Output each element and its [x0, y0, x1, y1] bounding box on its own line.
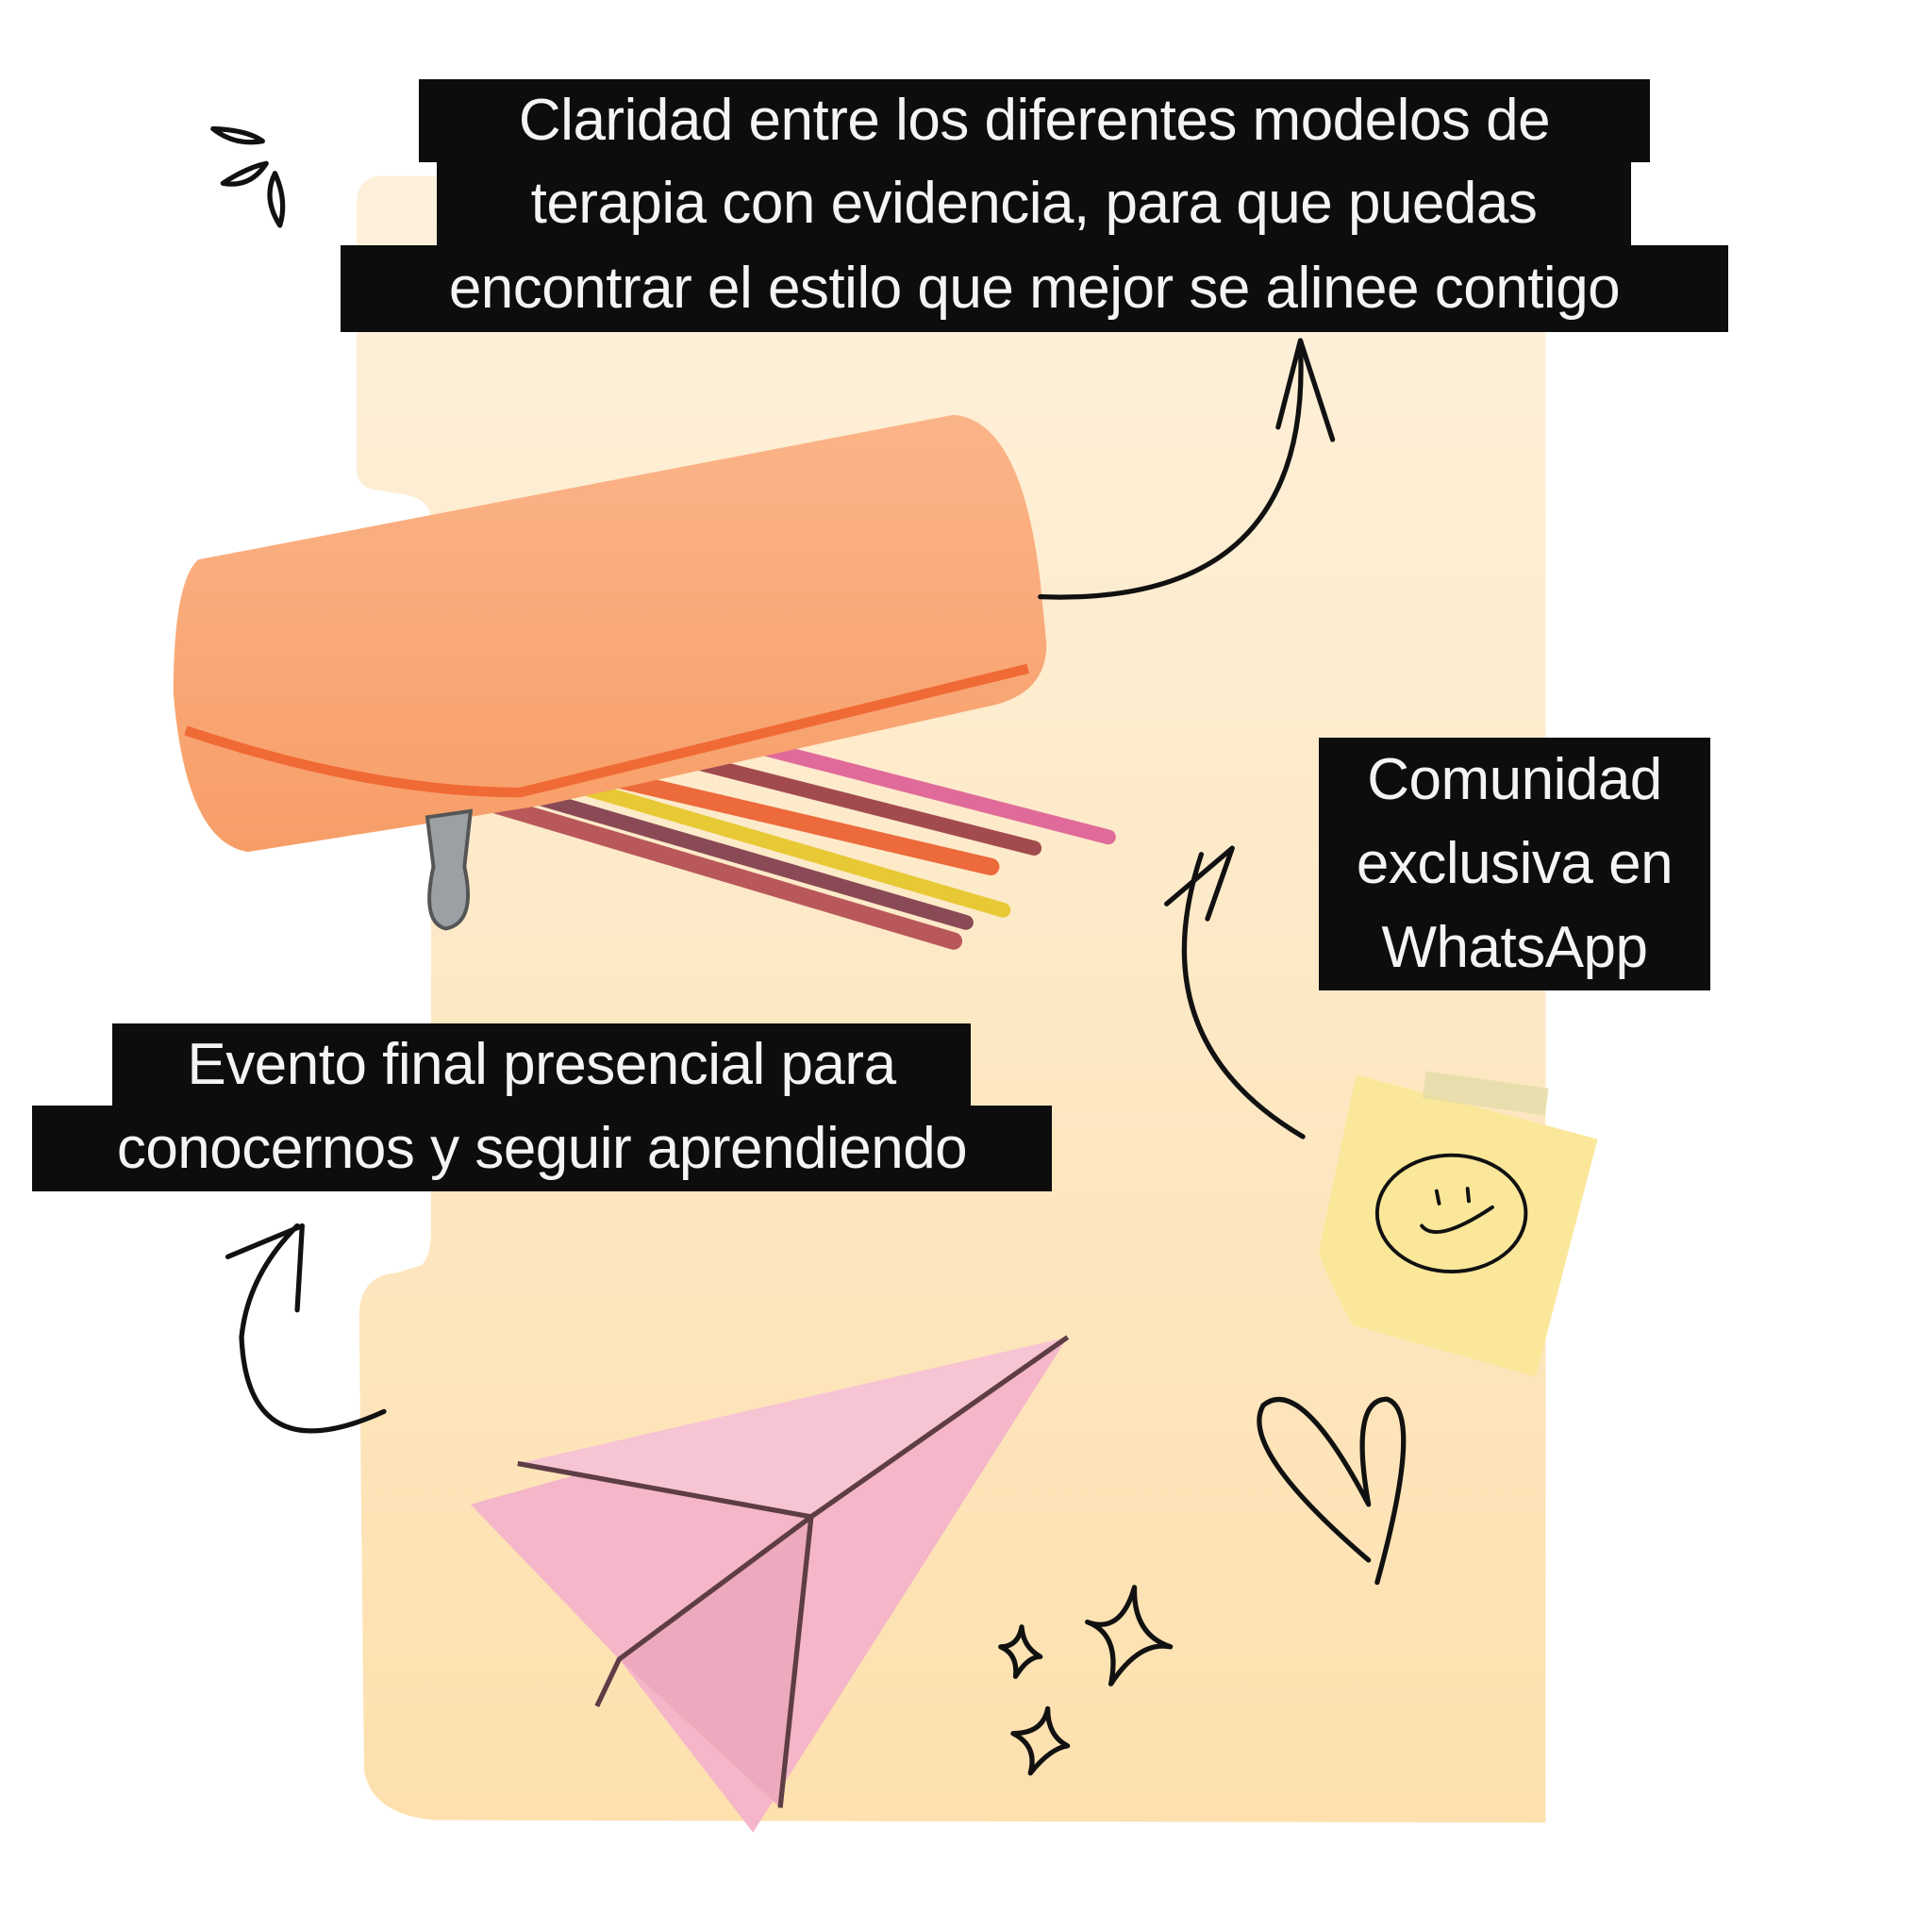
sticky-note-smiley-icon — [1319, 1071, 1598, 1377]
therapy-models-line-2: terapia con evidencia, para que puedas — [437, 161, 1631, 246]
sparkle-small-icon — [998, 1624, 1043, 1679]
whatsapp-community-label: Comunidad exclusiva en WhatsApp — [1319, 738, 1710, 990]
whatsapp-line-2: exclusiva en — [1319, 822, 1710, 907]
final-event-line-2: conocernos y seguir aprendiendo — [32, 1106, 1052, 1191]
sparkle-large-icon — [1085, 1585, 1174, 1687]
heart-doodle-icon — [1257, 1396, 1407, 1586]
therapy-models-line-1: Claridad entre los diferentes modelos de — [419, 79, 1650, 162]
colored-pencils-icon — [486, 735, 1116, 950]
therapy-models-line-3: encontrar el estilo que mejor se alinee … — [341, 245, 1728, 332]
whatsapp-line-1: Comunidad — [1319, 738, 1710, 823]
arrow-up-left-icon — [225, 1223, 387, 1434]
sparkle-medium-icon — [1010, 1705, 1071, 1776]
paper-plane-icon — [470, 1335, 1070, 1833]
final-event-line-1: Evento final presencial para — [112, 1023, 971, 1106]
pencil-pouch-icon — [173, 414, 1047, 931]
whatsapp-line-3: WhatsApp — [1319, 906, 1710, 990]
arrow-up-curve-icon — [1164, 845, 1306, 1139]
burst-doodle-icon — [210, 125, 286, 228]
arrow-up-right-icon — [1038, 338, 1336, 600]
